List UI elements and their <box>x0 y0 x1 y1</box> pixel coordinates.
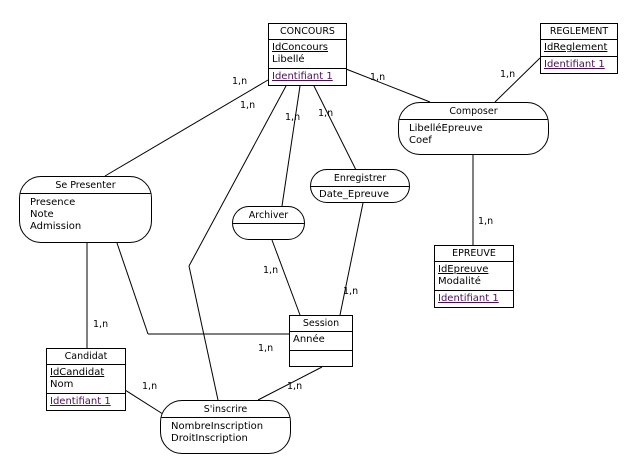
entity-reglement-title: REGLEMENT <box>541 24 617 40</box>
cardinality-session-archiver: 1,n <box>263 265 279 276</box>
attr-idcandidat: IdCandidat <box>50 367 105 378</box>
relation-archiver-title: Archiver <box>233 207 304 224</box>
cardinality-candidat-sepresenter: 1,n <box>93 319 109 330</box>
attr-idreglement: IdReglement <box>544 42 608 53</box>
attr-libelle: Libellé <box>272 54 305 65</box>
identifier-candidat: Identifiant 1 <box>50 396 111 407</box>
attr-note: Note <box>30 209 54 220</box>
attr-date-epreuve: Date_Epreuve <box>319 189 390 200</box>
attr-droitinscription: DroitInscription <box>171 433 248 444</box>
relation-archiver[interactable]: Archiver <box>232 206 305 240</box>
relation-sinscrire-title: S'inscrire <box>161 401 290 418</box>
attr-nom: Nom <box>50 379 74 390</box>
entity-reglement[interactable]: REGLEMENT IdReglement Identifiant 1 <box>540 23 618 74</box>
attr-admission: Admission <box>30 221 82 232</box>
line-concours-enregistrer <box>313 85 357 171</box>
identifier-reglement: Identifiant 1 <box>544 59 605 70</box>
line-archiver-session <box>271 239 301 316</box>
line-candidat-sinscrire <box>124 389 167 417</box>
entity-concours[interactable]: CONCOURS IdConcours Libellé Identifiant … <box>268 23 347 86</box>
cardinality-concours-sinscrire: 1,n <box>240 100 256 111</box>
identifier-concours: Identifiant 1 <box>272 71 333 82</box>
line-enregistrer-session <box>339 202 364 316</box>
identifier-epreuve: Identifiant 1 <box>438 293 499 304</box>
attr-libelleepreuve: LibelléEpreuve <box>409 123 483 134</box>
line-concours-sinscrire <box>188 85 287 267</box>
cardinality-concours-sepresenter: 1,n <box>232 76 248 87</box>
cardinality-concours-enregistrer: 1,n <box>318 108 334 119</box>
relation-se-presenter[interactable]: Se Presenter Presence Note Admission <box>19 176 152 243</box>
entity-session[interactable]: Session Année <box>289 315 353 367</box>
entity-concours-title: CONCOURS <box>269 24 346 40</box>
line-sinscrire-tail <box>188 265 219 401</box>
attr-modalite: Modalité <box>438 276 481 287</box>
attr-nombreinscription: NombreInscription <box>171 421 264 432</box>
relation-se-presenter-title: Se Presenter <box>20 177 151 194</box>
attr-idepreuve: IdEpreuve <box>438 264 489 275</box>
line-sepresenter-session-a <box>116 242 149 335</box>
relation-enregistrer[interactable]: Enregistrer Date_Epreuve <box>310 169 410 203</box>
cardinality-epreuve-composer: 1,n <box>478 216 494 227</box>
entity-candidat-title: Candidat <box>47 349 125 365</box>
entity-epreuve-title: EPREUVE <box>435 246 513 262</box>
relation-composer[interactable]: Composer LibelléEpreuve Coef <box>398 102 549 155</box>
line-session-sinscrire <box>257 366 323 401</box>
cardinality-session-sinscrire: 1,n <box>287 381 303 392</box>
cardinality-concours-composer: 1,n <box>370 72 386 83</box>
cardinality-candidat-sinscrire: 1,n <box>142 381 158 392</box>
attr-annee: Année <box>293 334 325 345</box>
entity-epreuve[interactable]: EPREUVE IdEpreuve Modalité Identifiant 1 <box>434 245 514 308</box>
relation-enregistrer-title: Enregistrer <box>311 170 409 187</box>
line-reglement-composer <box>494 57 541 103</box>
attr-coef: Coef <box>409 135 432 146</box>
attr-idconcours: IdConcours <box>272 42 329 53</box>
line-concours-sepresenter <box>104 79 269 177</box>
cardinality-session-enregistrer: 1,n <box>343 286 359 297</box>
attr-presence: Presence <box>30 197 76 208</box>
entity-candidat[interactable]: Candidat IdCandidat Nom Identifiant 1 <box>46 348 126 411</box>
relation-sinscrire[interactable]: S'inscrire NombreInscription DroitInscri… <box>160 400 291 454</box>
cardinality-concours-archiver: 1,n <box>285 112 301 123</box>
line-concours-composer <box>345 68 431 103</box>
cardinality-reglement-composer: 1,n <box>500 69 516 80</box>
cardinality-session-sepresenter: 1,n <box>258 343 274 354</box>
line-concours-archiver <box>281 85 301 207</box>
entity-session-title: Session <box>290 316 352 332</box>
relation-composer-title: Composer <box>399 103 548 120</box>
